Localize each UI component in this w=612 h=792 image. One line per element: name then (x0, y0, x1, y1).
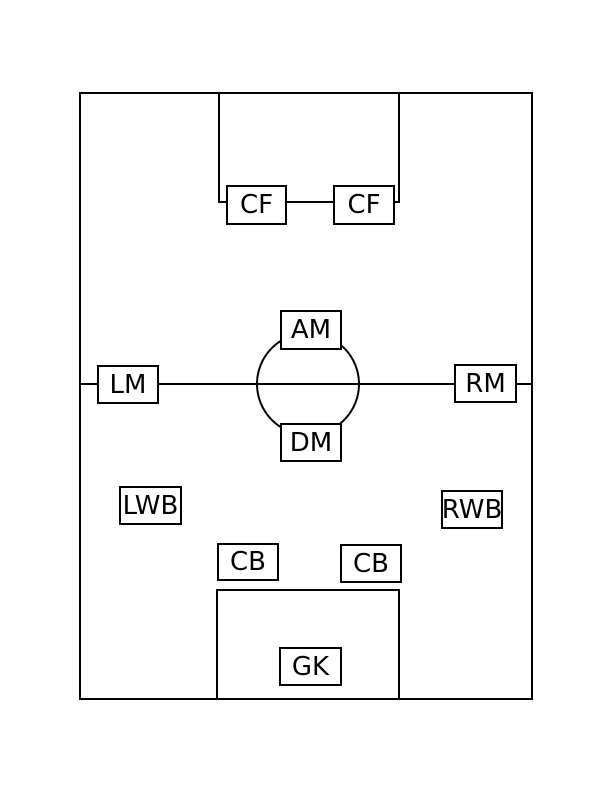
position-box-lwb: LWB (119, 486, 182, 525)
position-box-rwb: RWB (441, 490, 503, 529)
position-box-dm: DM (280, 423, 342, 462)
position-box-cf-right: CF (333, 185, 395, 225)
position-box-lm: LM (97, 365, 159, 404)
position-box-cb-right: CB (340, 544, 402, 583)
position-box-gk: GK (279, 647, 342, 686)
position-box-am: AM (280, 310, 342, 350)
position-box-cb-left: CB (217, 543, 279, 581)
position-box-cf-left: CF (226, 185, 287, 225)
top-penalty-box (218, 92, 400, 203)
bottom-penalty-box (216, 589, 400, 700)
position-box-rm: RM (454, 364, 517, 403)
